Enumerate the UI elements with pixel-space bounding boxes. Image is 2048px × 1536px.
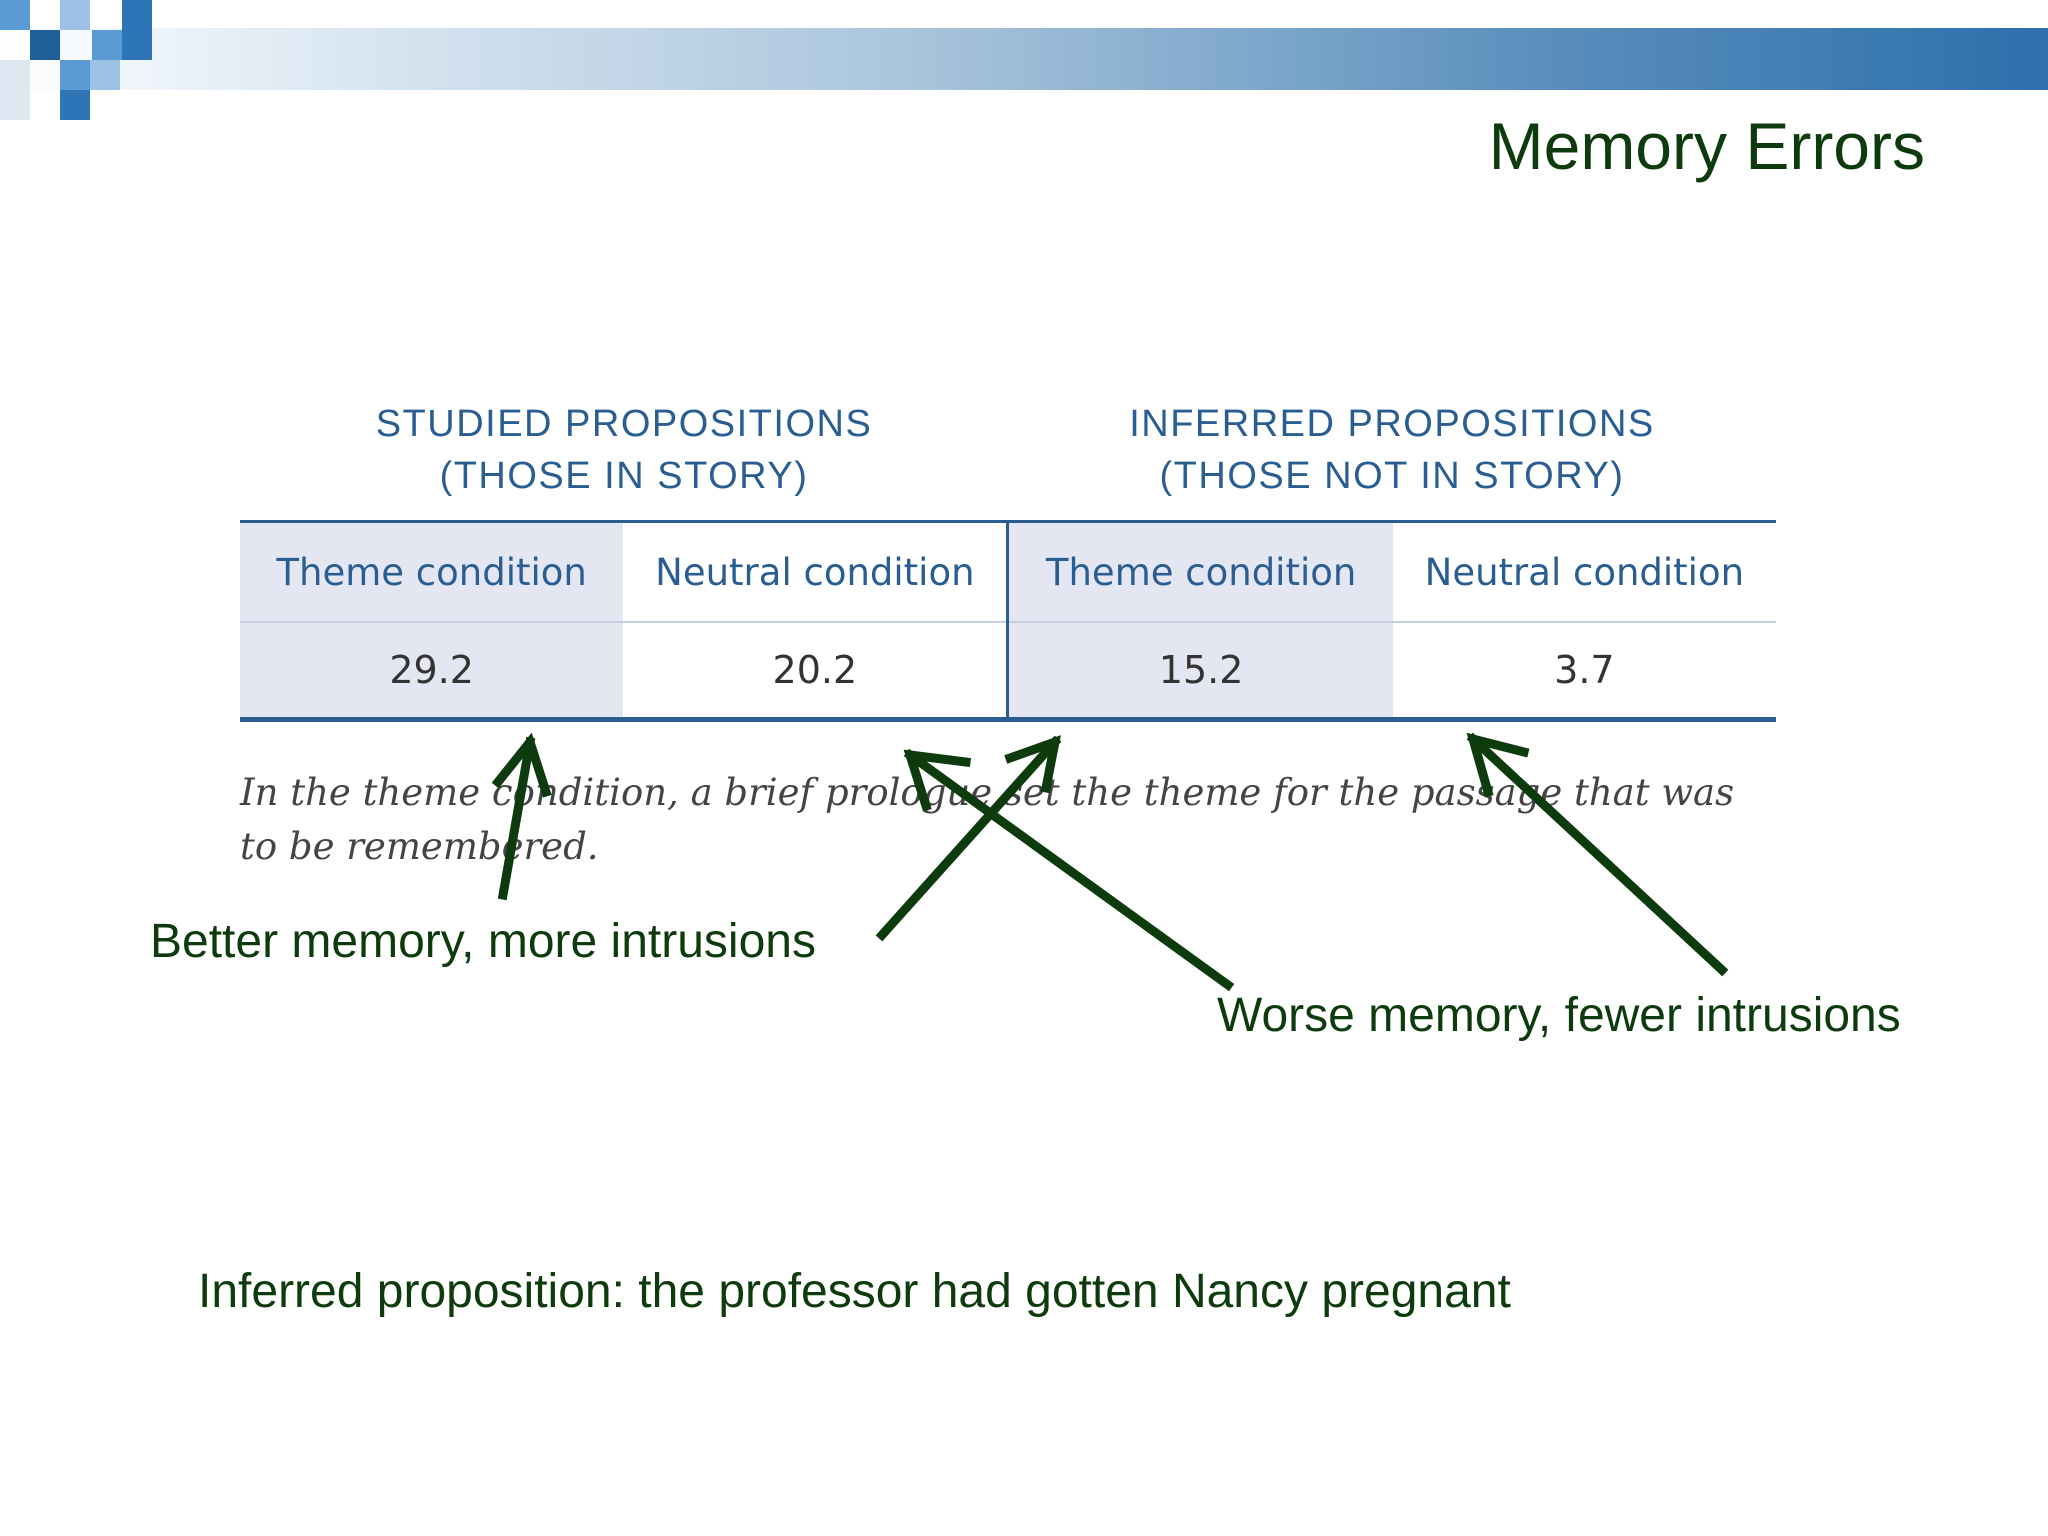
- inferred-proposition-note: Inferred proposition: the professor had …: [198, 1265, 1511, 1318]
- group-header-line: INFERRED PROPOSITIONS: [1129, 403, 1655, 445]
- table-cell: 20.2: [772, 648, 858, 692]
- inferred-propositions-header: INFERRED PROPOSITIONS (THOSE NOT IN STOR…: [1012, 398, 1772, 502]
- table-row: 29.2 20.2 15.2 3.7: [240, 622, 1776, 720]
- table-cell: 3.7: [1554, 648, 1615, 692]
- column-header: Theme condition: [1006, 521, 1393, 623]
- column-header: Neutral condition: [623, 521, 1008, 623]
- column-header: Theme condition: [240, 521, 624, 623]
- table-cell: 15.2: [1006, 622, 1393, 720]
- header-gradient-bar: [0, 28, 2048, 90]
- arrow-icon: [903, 748, 1235, 992]
- arrow-icon: [875, 735, 1062, 942]
- group-header-line: (THOSE IN STORY): [439, 455, 809, 497]
- column-header: Neutral condition: [1392, 521, 1776, 623]
- annotation-better-memory: Better memory, more intrusions: [150, 915, 816, 968]
- arrow-icon: [491, 732, 552, 901]
- slide-title: Memory Errors: [1488, 109, 1925, 183]
- group-header-line: (THOSE NOT IN STORY): [1159, 455, 1625, 497]
- group-header-line: STUDIED PROPOSITIONS: [375, 403, 873, 445]
- table-header-row: Theme condition Neutral condition Theme …: [240, 521, 1776, 623]
- table-cell: 29.2: [240, 622, 624, 720]
- results-table: Theme condition Neutral condition Theme …: [240, 520, 1776, 722]
- arrow-icon: [1466, 732, 1729, 977]
- annotation-worse-memory: Worse memory, fewer intrusions: [1217, 989, 1901, 1042]
- studied-propositions-header: STUDIED PROPOSITIONS (THOSE IN STORY): [244, 398, 1004, 502]
